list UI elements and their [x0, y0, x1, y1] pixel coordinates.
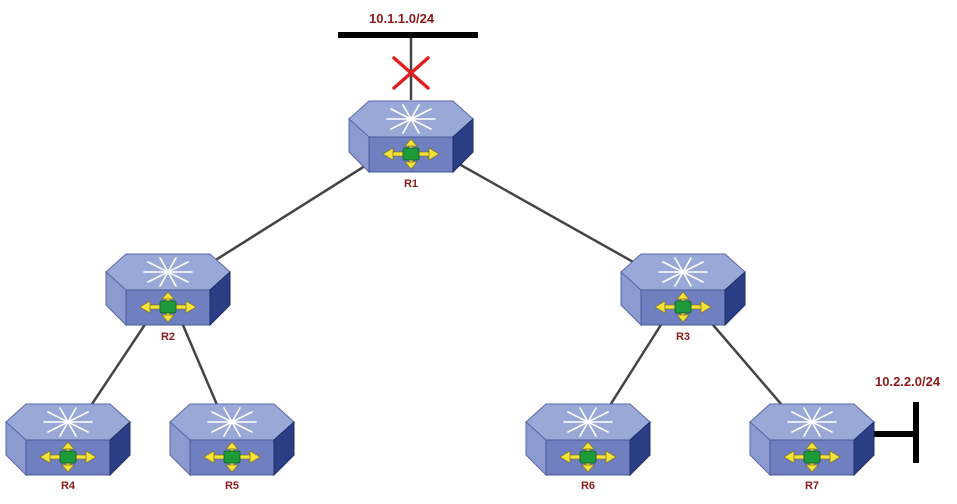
router-label-r7: R7 [804, 480, 820, 492]
router-r6 [525, 403, 651, 477]
router-r2 [105, 253, 231, 327]
router-icon [5, 403, 131, 477]
router-icon [348, 100, 474, 174]
router-label-r4: R4 [60, 480, 76, 492]
network-label-right: 10.2.2.0/24 [875, 374, 941, 389]
router-icon [169, 403, 295, 477]
router-r5 [169, 403, 295, 477]
router-label-r5: R5 [224, 480, 240, 492]
router-icon [620, 253, 746, 327]
router-label-r6: R6 [580, 480, 596, 492]
router-icon [105, 253, 231, 327]
router-label-r3: R3 [675, 331, 691, 343]
router-r4 [5, 403, 131, 477]
router-label-r1: R1 [403, 178, 419, 190]
router-label-r2: R2 [160, 331, 176, 343]
router-r3 [620, 253, 746, 327]
router-r7 [749, 403, 875, 477]
router-icon [749, 403, 875, 477]
cross-icon [392, 56, 430, 90]
router-r1 [348, 100, 474, 174]
router-icon [525, 403, 651, 477]
network-label-top: 10.1.1.0/24 [369, 11, 435, 26]
